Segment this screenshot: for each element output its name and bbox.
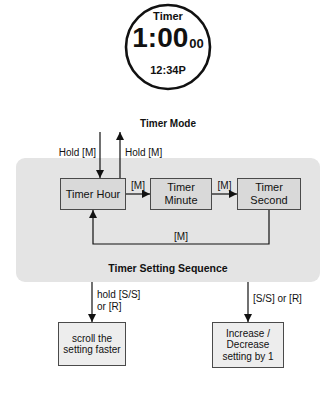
- box-label: Timer Minute: [153, 181, 209, 206]
- flow-arrow: [126, 193, 150, 194]
- watch-text: Timer: [153, 11, 183, 22]
- box-label: Increase / Decrease setting by 1: [215, 328, 281, 363]
- watch-text: 00: [189, 37, 203, 50]
- flow-arrow: [247, 282, 248, 322]
- watch-text: Timer Mode: [140, 119, 196, 129]
- box-label: scroll the setting faster: [61, 333, 123, 356]
- action-box: Increase / Decrease setting by 1: [212, 322, 284, 368]
- box-label: Timer Hour: [66, 188, 121, 201]
- flow-arrow: [91, 282, 92, 322]
- watch-bezel: [126, 5, 210, 89]
- watch-text: 12:34P: [150, 65, 185, 76]
- edge-layer: [92, 132, 269, 322]
- panel-title: Timer Setting Sequence: [16, 262, 320, 274]
- sequence-panel: Timer Setting Sequence Timer Hour Timer Mi…: [16, 158, 320, 282]
- flow-arrow: [119, 132, 120, 178]
- button-label: Hold [M]: [59, 147, 96, 159]
- button-label: [S/S] or [R]: [253, 293, 302, 305]
- watch-face: Timer 1:0000 12:34P Timer Mode: [90, 2, 246, 132]
- button-label: [M]: [131, 180, 145, 192]
- panel-ground: [16, 158, 320, 282]
- setting-box: Timer Minute: [150, 178, 212, 210]
- flow-arrow: [212, 193, 237, 194]
- action-box: scroll the setting faster: [58, 322, 126, 366]
- setting-box: Timer Second: [237, 178, 301, 210]
- button-label: hold [S/S] or [R]: [97, 289, 149, 312]
- flow-arrow: [93, 210, 269, 244]
- watch-text: 1:00: [132, 24, 188, 52]
- button-label: [M]: [218, 180, 232, 192]
- button-label: [M]: [174, 231, 188, 243]
- setting-box: Timer Hour: [60, 178, 126, 210]
- box-label: Timer Second: [240, 181, 298, 206]
- button-label: Hold [M]: [125, 147, 162, 159]
- flow-arrow: [99, 132, 100, 178]
- panel-layer: [16, 158, 320, 282]
